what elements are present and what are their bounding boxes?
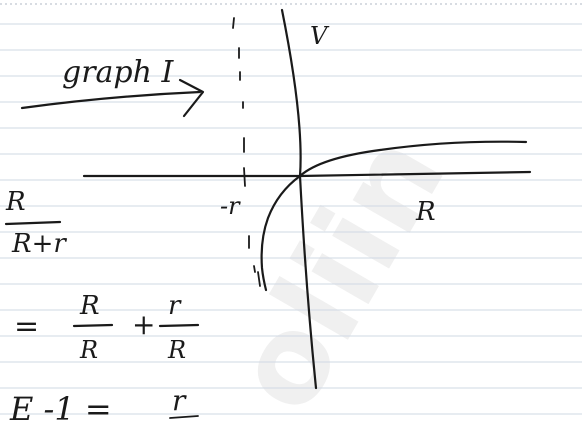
equals-sign: = [14, 309, 39, 344]
arrow [20, 78, 205, 118]
x-axis-label: R [415, 197, 436, 227]
fraction-denominator: R+r [11, 229, 67, 259]
term2-numerator: r [168, 291, 182, 321]
x-axis [82, 170, 532, 178]
term2-denominator: R [167, 336, 186, 364]
fraction-numerator: R [5, 187, 26, 217]
ruled-lines [0, 23, 582, 415]
plus-sign: + [132, 308, 155, 341]
curve-tail-mark [257, 271, 261, 287]
equation-line-1: = R R + r R [14, 291, 200, 364]
term2-bar [158, 323, 200, 328]
equation-left-side: E -1 = [9, 390, 112, 424]
equation-right-side: r [172, 384, 187, 417]
asymptote-label: -r [220, 192, 241, 220]
y-axis-label: V [310, 22, 330, 50]
equation-line-2: E -1 = r [9, 384, 199, 424]
fraction-bar [4, 220, 62, 226]
term1-denominator: R [79, 336, 98, 364]
watermark-logo: oliin [206, 113, 472, 424]
asymptote-line [232, 17, 256, 273]
graph-curve [260, 140, 528, 292]
fraction-expression: R R+r [4, 187, 67, 259]
fraction-start-bar [169, 415, 199, 419]
arrow-head [178, 78, 205, 118]
term1-numerator: R [79, 291, 100, 321]
term1-bar [72, 323, 114, 328]
graph-label: graph I [62, 55, 174, 90]
arrow-shaft [20, 90, 202, 110]
